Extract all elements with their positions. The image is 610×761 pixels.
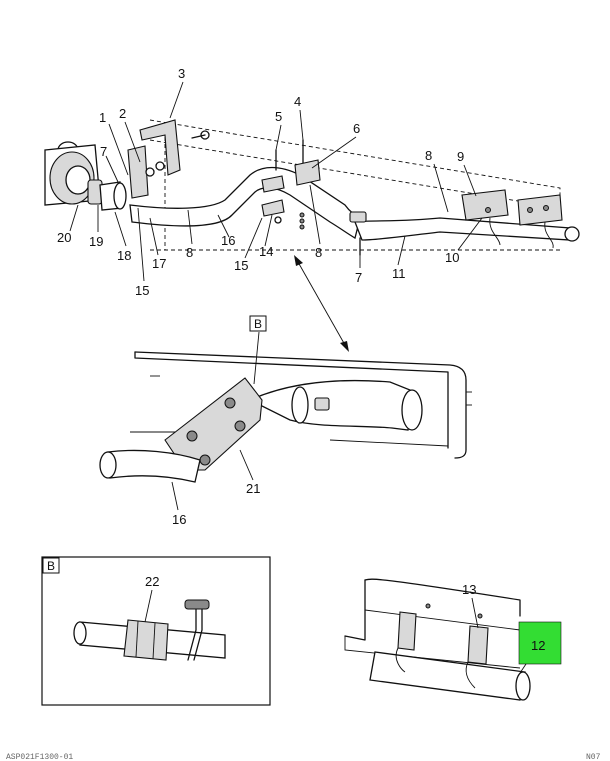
callout-21: 21 [246, 481, 260, 496]
callout-10: 10 [445, 250, 459, 265]
callout-4: 4 [294, 94, 301, 109]
callout-16-top: 16 [221, 233, 235, 248]
detail-b-view [41, 556, 271, 706]
callout-9: 9 [457, 149, 464, 164]
callout-8-left: 8 [186, 245, 193, 260]
callout-14: 14 [259, 244, 273, 259]
view-b-ref-label: B [254, 317, 262, 331]
callout-7-left: 7 [100, 144, 107, 159]
callout-17: 17 [152, 256, 166, 271]
callout-7-right: 7 [355, 270, 362, 285]
callout-8-mid: 8 [315, 245, 322, 260]
top-exhaust-assembly [44, 119, 580, 256]
footer-page-code: N07 [586, 753, 601, 761]
rear-hanger-view [344, 578, 531, 701]
callout-labels: 3 4 5 6 1 2 7 8 9 10 11 7 8 8 16 14 15 1… [57, 66, 476, 597]
callout-3: 3 [178, 66, 185, 81]
view-b-reference: B B [47, 315, 267, 573]
callout-19: 19 [89, 234, 103, 249]
callout-2: 2 [119, 106, 126, 121]
callout-16-bottom: 16 [172, 512, 186, 527]
callout-12: 12 [531, 638, 545, 653]
leader-lines [69, 81, 529, 677]
callout-20: 20 [57, 230, 71, 245]
callout-1: 1 [99, 110, 106, 125]
callout-6: 6 [353, 121, 360, 136]
callout-15-left: 15 [135, 283, 149, 298]
detail-link-arrow [294, 255, 349, 352]
highlight-part-12[interactable]: 12 [518, 621, 562, 665]
callout-22: 22 [145, 574, 159, 589]
callout-15-mid: 15 [234, 258, 248, 273]
callout-5: 5 [275, 109, 282, 124]
footer-drawing-code: ASP021F1300-01 [6, 753, 73, 761]
callout-13: 13 [462, 582, 476, 597]
callout-18: 18 [117, 248, 131, 263]
callout-8-top: 8 [425, 148, 432, 163]
detail-b-box-label: B [47, 559, 55, 573]
callout-11: 11 [392, 266, 406, 281]
middle-view [99, 351, 472, 483]
